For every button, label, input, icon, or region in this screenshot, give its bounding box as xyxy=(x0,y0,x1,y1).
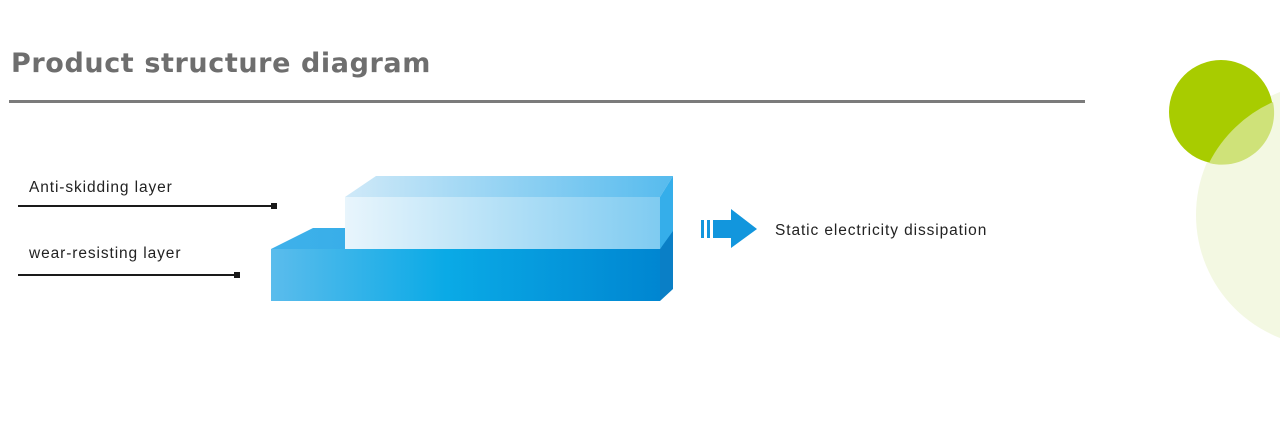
page-title: Product structure diagram xyxy=(11,48,431,79)
anti-skidding-leader-line xyxy=(18,205,272,207)
anti-skidding-layer-top-face xyxy=(345,176,673,197)
arrow-right-icon xyxy=(701,209,757,248)
anti-skidding-layer-side-face xyxy=(660,176,673,249)
wear-resisting-layer-front-face xyxy=(271,249,660,301)
anti-skidding-layer-block xyxy=(345,176,673,249)
green-circle-overlap xyxy=(1209,102,1275,165)
anti-skidding-layer-front-face xyxy=(345,197,660,249)
wear-resisting-leader-endpoint xyxy=(234,272,240,278)
title-divider xyxy=(9,100,1085,103)
anti-skidding-layer-label: Anti-skidding layer xyxy=(29,179,173,196)
static-dissipation-label: Static electricity dissipation xyxy=(775,222,988,239)
wear-resisting-leader-line xyxy=(18,274,234,276)
wear-resisting-layer-label: wear-resisting layer xyxy=(29,245,182,262)
wear-resisting-layer-side-face xyxy=(660,228,673,301)
anti-skidding-leader-endpoint xyxy=(271,203,277,209)
